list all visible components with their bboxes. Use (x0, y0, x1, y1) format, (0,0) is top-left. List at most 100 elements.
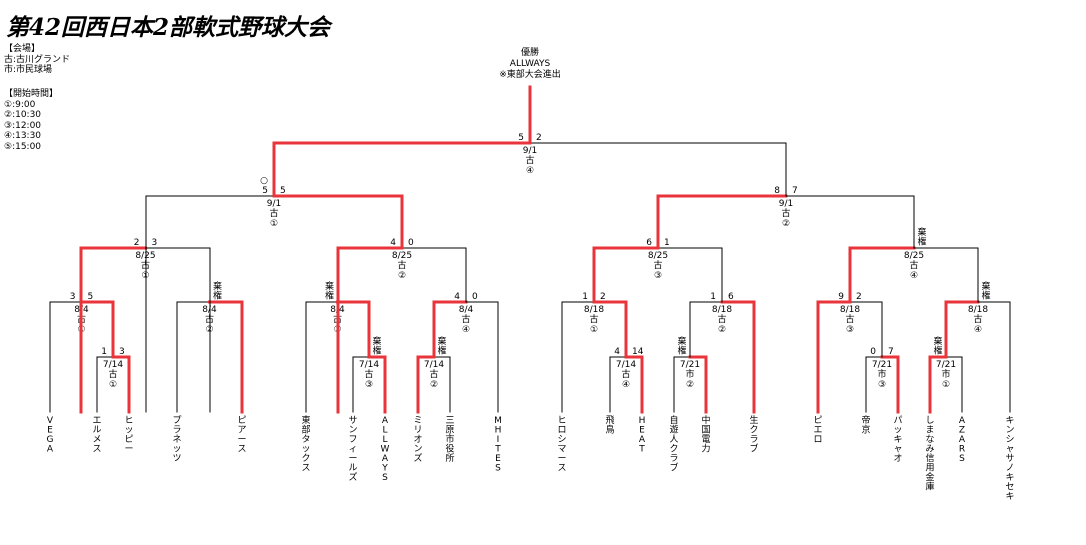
score-right: 6 (728, 292, 734, 302)
match-venue: 古 (653, 259, 662, 271)
page-title: 第42回西日本2部軟式野球大会 (6, 14, 331, 41)
match-date: 7/21 (680, 360, 700, 370)
match-slot: ③ (365, 380, 373, 390)
score-right: 棄権 (437, 335, 446, 357)
score-left: 1 (582, 292, 588, 302)
match-venue: 古 (108, 368, 117, 380)
score-left: 4 (614, 347, 620, 357)
match-venue: 市 (877, 368, 886, 380)
match-venue: 古 (461, 313, 470, 325)
time-legend-header: 【開始時間】 (4, 89, 59, 99)
venue-legend: 【会場】 古:古川グランド 市:市民球場 (4, 44, 70, 76)
match-date: 8/18 (840, 305, 860, 315)
champion-note: ※東部大会進出 (499, 70, 561, 80)
score-left: 棄権 (933, 335, 942, 357)
team-name: 生クラブ (749, 414, 758, 455)
match-venue: 古 (845, 313, 854, 325)
score-left: 2 (134, 238, 140, 248)
score-left: 6 (646, 238, 652, 248)
score-left: 1 (101, 347, 107, 357)
score-right: 棄権 (372, 335, 381, 357)
score-left: 5 (518, 133, 524, 143)
score-left: 0 (870, 347, 876, 357)
match-date: 8/25 (648, 251, 668, 261)
match-venue: 古 (269, 207, 278, 219)
match-date: 8/18 (968, 305, 988, 315)
team-name: ピアース (237, 415, 246, 455)
match-venue: 古 (429, 368, 438, 380)
score-right: 3 (119, 347, 125, 357)
score-left: 3 (70, 292, 76, 302)
score-right: 3 (152, 238, 158, 248)
team-name: しまなみ信用金庫 (925, 415, 934, 493)
match-slot: ③ (878, 380, 886, 390)
match-slot: ② (782, 219, 790, 229)
team-name: プラネッツ (172, 415, 181, 464)
match-slot: ② (430, 380, 438, 390)
team-name: サンフィールズ (348, 415, 357, 483)
team-name: 東部タックス (301, 414, 310, 474)
champion-label: 優勝 (520, 48, 539, 58)
score-right: 棄権 (917, 226, 926, 248)
time-legend-item: ①:9:00 (4, 99, 36, 110)
champion-box: 優勝 ALLWAYS ※東部大会進出 (470, 48, 590, 81)
match-venue: 古 (364, 368, 373, 380)
match-venue: 古 (397, 259, 406, 271)
score-right: 1 (664, 238, 670, 248)
time-legend-item: ⑤:15:00 (4, 141, 42, 152)
match-venue: 古 (717, 313, 726, 325)
match-venue: 古 (525, 154, 534, 166)
match-date: 8/25 (904, 251, 924, 261)
match-date: 7/21 (872, 360, 892, 370)
score-left: 8 (774, 186, 780, 196)
team-name: ミリオンズ (413, 416, 422, 464)
score-left: 9 (838, 292, 844, 302)
match-date: 7/14 (424, 360, 444, 370)
score-mark: ○ (260, 176, 268, 186)
score-right: 棄権 (213, 280, 222, 302)
score-right: 2 (856, 292, 862, 302)
score-left: 4 (390, 238, 396, 248)
score-right: 2 (600, 292, 606, 302)
match-slot: ③ (654, 271, 662, 281)
match-date: 7/14 (359, 360, 379, 370)
champion-team: ALLWAYS (509, 59, 551, 69)
match-slot: ④ (462, 325, 470, 335)
score-left: 4 (454, 292, 460, 302)
match-venue: 古 (589, 313, 598, 325)
team-name: ヒッピー (124, 415, 133, 455)
score-right: 2 (536, 133, 542, 143)
score-right: 7 (792, 186, 798, 196)
team-name: 帝京 (861, 414, 870, 436)
match-venue: 市 (941, 368, 950, 380)
match-date: 8/4 (459, 305, 474, 315)
score-left: 5 (262, 186, 268, 196)
match-slot: ② (718, 325, 726, 335)
team-name: エルメス (92, 416, 101, 455)
match-venue: 古 (621, 368, 630, 380)
team-name: 飛鳥 (605, 415, 614, 436)
match-slot: ④ (526, 166, 534, 176)
match-slot: ② (686, 380, 694, 390)
match-date: 7/14 (103, 360, 123, 370)
match-slot: ① (109, 380, 117, 390)
venue-legend-item: 市:市民球場 (4, 65, 53, 75)
match-date: 9/1 (779, 199, 793, 209)
match-date: 8/18 (712, 305, 732, 315)
time-legend-item: ②:10:30 (4, 110, 42, 120)
team-name: ヒロシマース (557, 415, 566, 474)
match-date: 7/21 (936, 360, 956, 370)
score-right: 7 (888, 347, 894, 357)
score-right: 0 (472, 292, 478, 302)
team-name: 中国電力 (701, 414, 710, 455)
match-slot: ① (942, 380, 950, 390)
team-name: 三原市役所 (445, 416, 454, 464)
score-left: 1 (710, 292, 716, 302)
match-venue: 市 (685, 368, 694, 380)
match-date: 9/1 (267, 199, 281, 209)
